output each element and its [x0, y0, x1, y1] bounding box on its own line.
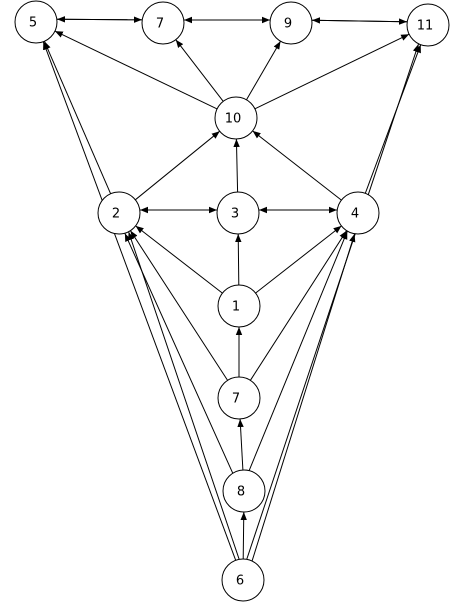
node-n6: 6 [221, 558, 265, 602]
edge-layer [42, 16, 422, 562]
node-circle [14, 0, 58, 44]
edge-n6-to-n5 [42, 41, 237, 561]
node-label: 10 [225, 112, 242, 127]
edge-n10-to-n9 [246, 40, 281, 101]
node-n3: 3 [216, 191, 260, 235]
edge-n7mid-to-n4 [249, 230, 348, 381]
edge-n6-to-n2 [128, 231, 240, 560]
node-circle [217, 284, 261, 328]
node-n11: 11 [406, 3, 450, 47]
node-n8: 8 [222, 469, 266, 513]
edge-n6-to-n8 [240, 511, 247, 560]
edge-n11-to-n9 [311, 17, 408, 24]
node-label: 5 [29, 16, 37, 31]
node-label: 6 [236, 574, 244, 589]
node-circle [222, 469, 266, 513]
node-n2: 2 [97, 191, 141, 235]
edge-n6-to-n11 [246, 43, 420, 560]
edge-n1-to-n2 [135, 225, 223, 294]
node-circle [141, 1, 185, 45]
edge-n8-to-n7mid [237, 418, 244, 471]
node-label: 9 [284, 17, 292, 32]
edge-n10-to-n7top [175, 39, 224, 102]
node-circle [269, 1, 313, 45]
node-label: 2 [112, 207, 120, 222]
node-label: 3 [231, 207, 239, 222]
node-label: 7 [232, 392, 240, 407]
node-label: 4 [351, 207, 359, 222]
node-n5: 5 [14, 0, 58, 44]
node-n4: 4 [336, 191, 380, 235]
node-n10: 10 [214, 96, 258, 140]
node-layer: 5 7 9 11 10 2 3 4 1 7 8 6 [14, 0, 450, 602]
node-circle [217, 376, 261, 420]
node-label: 7 [156, 17, 164, 32]
node-n1: 1 [217, 284, 261, 328]
node-circle [214, 96, 258, 140]
node-circle [336, 191, 380, 235]
edge-n10-to-n11 [254, 33, 410, 110]
node-n7mid: 7 [217, 376, 261, 420]
node-label: 1 [232, 300, 240, 315]
node-n9: 9 [269, 1, 313, 45]
edge-n7top-to-n5 [56, 16, 143, 23]
edge-n2-to-n10 [134, 130, 221, 201]
edge-n1-to-n3 [235, 233, 242, 286]
node-label: 8 [237, 485, 245, 500]
node-circle [221, 558, 265, 602]
node-circle [97, 191, 141, 235]
edge-n10-to-n5 [54, 30, 218, 110]
edge-n8-to-n4 [248, 231, 348, 471]
edge-n7mid-to-n2 [129, 230, 229, 381]
node-label: 11 [417, 19, 434, 34]
node-circle [216, 191, 260, 235]
edge-n4-to-n10 [252, 130, 342, 201]
node-circle [406, 3, 450, 47]
edge-n1-to-n4 [255, 225, 342, 294]
edge-n2-to-n5 [43, 41, 112, 194]
edge-n3-to-n10 [233, 138, 240, 193]
node-n7top: 7 [141, 1, 185, 45]
